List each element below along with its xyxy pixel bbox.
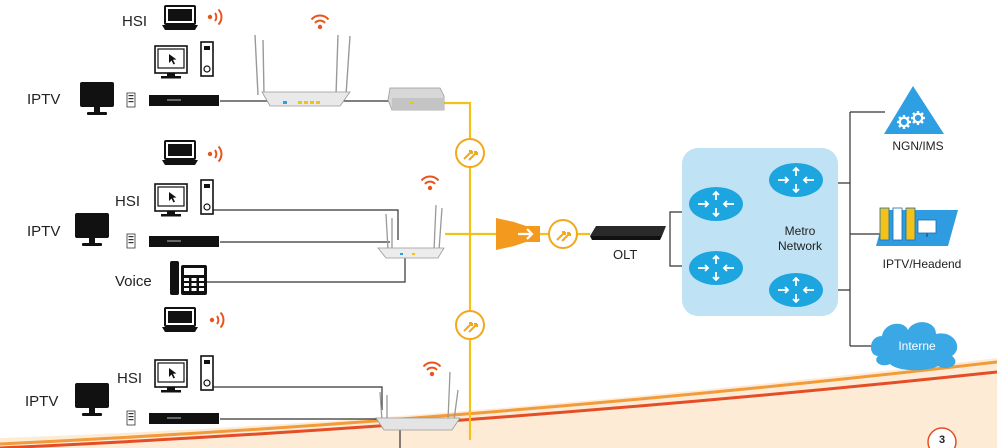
wifi-icon: [206, 145, 223, 163]
monitor-icon: [80, 82, 114, 115]
monitor-icon: [75, 383, 109, 416]
metro-network: Metro Network: [682, 148, 838, 316]
laptop-icon: [161, 5, 199, 31]
ont-box-icon: [387, 87, 445, 111]
server-icon: [879, 207, 890, 241]
iptv-label: IPTV: [27, 91, 60, 108]
desktop-pc-icon: [154, 355, 214, 394]
optical-components: OLT: [455, 138, 666, 340]
hsi-label: HSI: [115, 193, 140, 210]
laptop-icon: [161, 307, 199, 333]
iptv-label: IPTV: [27, 223, 60, 240]
set-top-box-icon: [126, 92, 220, 108]
ngn-ims-label: NGN/IMS: [892, 139, 943, 153]
ngn-ims-icon: [884, 86, 944, 134]
olt-icon: [590, 226, 666, 240]
wifi-icon: [422, 361, 442, 378]
attenuator-icon: [455, 138, 485, 168]
olt-label: OLT: [613, 247, 637, 262]
wifi-icon: [208, 311, 225, 329]
core-services: NGN/IMS IPTV/Headend Interne: [870, 86, 962, 371]
attenuator-icon: [548, 219, 578, 249]
wifi-icon: [310, 14, 330, 31]
metro-label: Metro: [785, 224, 816, 238]
attenuator-icon: [455, 310, 485, 340]
wifi-icon: [206, 8, 223, 26]
cloud-icon: [870, 322, 958, 371]
router-icon: [254, 34, 351, 107]
telephone-icon: [170, 261, 207, 295]
footer-swoosh: [0, 358, 997, 448]
iptv-headend-icon: [876, 207, 958, 246]
hsi-label: HSI: [117, 370, 142, 387]
iptv-label: IPTV: [25, 393, 58, 410]
desktop-pc-icon: [154, 41, 214, 80]
router-icon: [688, 250, 744, 286]
router-icon: [768, 272, 824, 308]
monitor-icon: [75, 213, 109, 246]
iptv-headend-label: IPTV/Headend: [883, 257, 962, 271]
customer-group-3: HSI IPTV: [25, 307, 461, 431]
customer-group-1: HSI IPTV: [27, 5, 445, 115]
page-number-badge: 3: [927, 427, 957, 448]
router-icon: [377, 204, 445, 259]
splitter-icon: [496, 218, 540, 250]
voice-label: Voice: [115, 273, 152, 290]
server-icon: [905, 207, 916, 241]
page-number: 3: [939, 434, 945, 446]
internet-label: Interne: [898, 339, 936, 353]
network-label: Network: [778, 239, 823, 253]
desktop-pc-icon: [154, 179, 214, 218]
set-top-box-icon: [126, 410, 220, 426]
router-icon: [768, 162, 824, 198]
set-top-box-icon: [126, 233, 220, 249]
router-icon: [688, 186, 744, 222]
router-icon: [375, 371, 461, 431]
server-icon: [892, 207, 903, 241]
customer-group-2: HSI IPTV Voice: [27, 140, 445, 295]
laptop-icon: [161, 140, 199, 166]
hsi-label: HSI: [122, 13, 147, 30]
wifi-icon: [420, 175, 440, 192]
